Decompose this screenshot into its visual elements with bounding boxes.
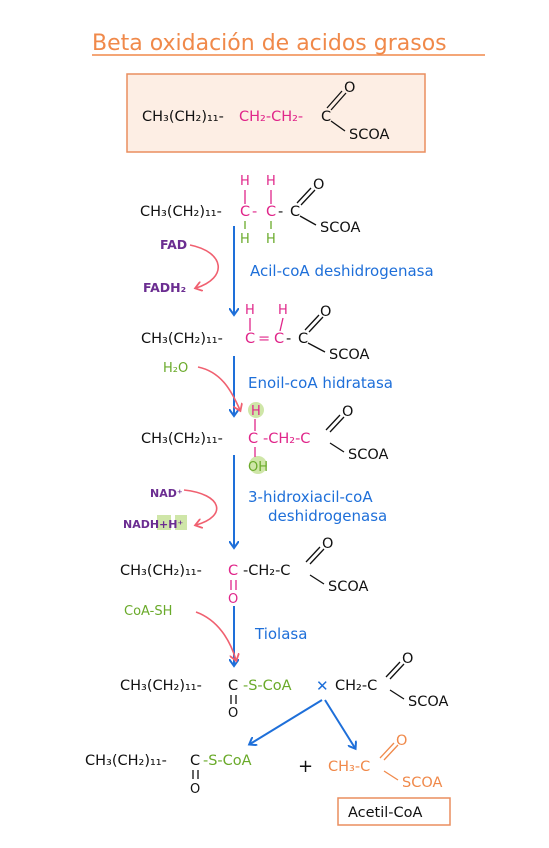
- mol4-oxygen: O: [322, 536, 333, 552]
- prod-s-coa: -S-CoA: [203, 753, 252, 769]
- start-molecule: CH₃(CH₂)₁₁- CH₂-CH₂- C O SCOA: [142, 80, 389, 143]
- enzyme-name-line1: 3-hidroxiacil-coA: [248, 488, 373, 506]
- page-title: Beta oxidación de acidos grasos: [92, 31, 447, 56]
- mol3-c-beta: C: [248, 431, 258, 447]
- molecule-acyl-coa: CH₃(CH₂)₁₁- C - C - C H H H H O SCOA: [140, 174, 360, 247]
- mol2-scoa: SCOA: [329, 347, 369, 363]
- acetyl-coa-label-box: [337, 797, 451, 826]
- cofactor-nadh: NADH+H⁺: [123, 518, 183, 531]
- h2o-curved-arrow: [197, 366, 240, 410]
- mol4-scoa: SCOA: [328, 579, 368, 595]
- acetyl-oxygen: O: [396, 733, 407, 749]
- cofactor-nad: NAD⁺: [150, 487, 183, 500]
- cofactor-coa-sh: CoA-SH: [124, 604, 172, 619]
- mol5-c: C: [228, 678, 238, 694]
- mol5-keto-oxygen: O: [228, 706, 238, 721]
- start-oxygen: O: [344, 80, 355, 96]
- mol1-c-beta: C: [266, 204, 276, 220]
- start-chain: CH₃(CH₂)₁₁-: [142, 109, 224, 125]
- mol4-keto-oxygen: O: [228, 592, 238, 607]
- mol4-c-beta: C: [228, 563, 238, 579]
- mol1-h-top-2: H: [266, 174, 276, 189]
- product-arrow-left: [250, 699, 323, 744]
- mol4-chain: CH₃(CH₂)₁₁-: [120, 563, 202, 579]
- mol1-chain: CH₃(CH₂)₁₁-: [140, 204, 222, 220]
- enzyme-thiolase: Tiolasa: [254, 625, 307, 643]
- coash-curved-arrow: [195, 611, 236, 660]
- mol2-chain: CH₃(CH₂)₁₁-: [141, 331, 223, 347]
- plus-sign: +: [298, 756, 313, 777]
- acetyl-scoa: SCOA: [402, 775, 442, 791]
- mol5-s-coa: -S-CoA: [243, 678, 292, 694]
- mol2-h-2: H: [278, 303, 288, 318]
- mol3-scoa: SCOA: [348, 447, 388, 463]
- prod-oxygen: O: [190, 782, 200, 797]
- mol2-c-alpha: C: [245, 331, 255, 347]
- product-acetyl-coa: CH₃-C O SCOA: [328, 733, 442, 791]
- mol5-oxygen: O: [402, 651, 413, 667]
- mol5-chain: CH₃(CH₂)₁₁-: [120, 678, 202, 694]
- highlight-nadh-h: [157, 515, 171, 530]
- acetyl-ch3-c: CH₃-C: [328, 759, 370, 775]
- mol2-oxygen: O: [320, 304, 331, 320]
- mol1-c-alpha: C: [240, 204, 250, 220]
- highlight-oh: [249, 456, 267, 474]
- nad-curved-arrow: [183, 489, 218, 525]
- start-carbonyl-c: C: [321, 109, 331, 125]
- mol1-oxygen: O: [313, 177, 324, 193]
- cleavage-mark: ✕: [316, 677, 329, 695]
- mol5-scoa: SCOA: [408, 694, 448, 710]
- molecule-cleavage: CH₃(CH₂)₁₁- C O -S-CoA ✕ CH₂-C O SCOA: [120, 651, 448, 721]
- mol3-h: H: [251, 404, 261, 419]
- highlight-h-plus: [175, 515, 187, 530]
- prod-chain: CH₃(CH₂)₁₁-: [85, 753, 167, 769]
- mol1-carbonyl-c: C: [290, 204, 300, 220]
- cofactor-fad: FAD: [160, 237, 187, 252]
- enzyme-enoyl-coa-hydratase: Enoil-coA hidratasa: [248, 374, 393, 392]
- molecule-hydroxyacyl-coa: CH₃(CH₂)₁₁- C H OH -CH₂-C O SCOA: [141, 402, 388, 475]
- enzyme-name-line2: deshidrogenasa: [268, 507, 387, 525]
- mol3-chain: CH₃(CH₂)₁₁-: [141, 431, 223, 447]
- mol2-double-bond: =: [258, 331, 270, 347]
- mol1-bond2: -: [278, 204, 283, 220]
- product-arrow-right: [324, 699, 355, 748]
- cofactor-h2o: H₂O: [163, 361, 188, 376]
- mol2-bond: -: [286, 331, 291, 347]
- mol2-c-beta: C: [274, 331, 284, 347]
- mol2-h-1: H: [245, 303, 255, 318]
- mol4-ch2-c: -CH₂-C: [243, 563, 290, 579]
- mol3-oxygen: O: [342, 404, 353, 420]
- highlight-h: [248, 402, 264, 418]
- mol3-ch2-c: -CH₂-C: [263, 431, 310, 447]
- product-shortened-acyl-coa: CH₃(CH₂)₁₁- C O -S-CoA: [85, 753, 252, 797]
- molecule-enoyl-coa: CH₃(CH₂)₁₁- C = C - C H H O SCOA: [141, 303, 369, 363]
- start-ch2-ch2: CH₂-CH₂-: [239, 109, 303, 125]
- mol1-bond: -: [252, 204, 257, 220]
- mol1-scoa: SCOA: [320, 220, 360, 236]
- molecule-ketoacyl-coa: CH₃(CH₂)₁₁- C O -CH₂-C O SCOA: [120, 536, 368, 607]
- prod-c: C: [190, 753, 200, 769]
- fad-curved-arrow: [189, 244, 219, 288]
- mol1-h-bottom-2: H: [266, 232, 276, 247]
- mol2-carbonyl-c: C: [298, 331, 308, 347]
- start-scoa: SCOA: [349, 127, 389, 143]
- mol1-h-bottom-1: H: [240, 232, 250, 247]
- mol3-oh: OH: [248, 460, 268, 475]
- mol1-h-top-1: H: [240, 174, 250, 189]
- enzyme-acyl-coa-dehydrogenase: Acil-coA deshidrogenasa: [250, 262, 434, 280]
- mol5-ch2-c: CH₂-C: [335, 678, 377, 694]
- acetyl-coa-label: Acetil-CoA: [348, 805, 423, 821]
- start-molecule-box: [126, 73, 426, 153]
- cofactor-fadh2: FADH₂: [143, 280, 186, 295]
